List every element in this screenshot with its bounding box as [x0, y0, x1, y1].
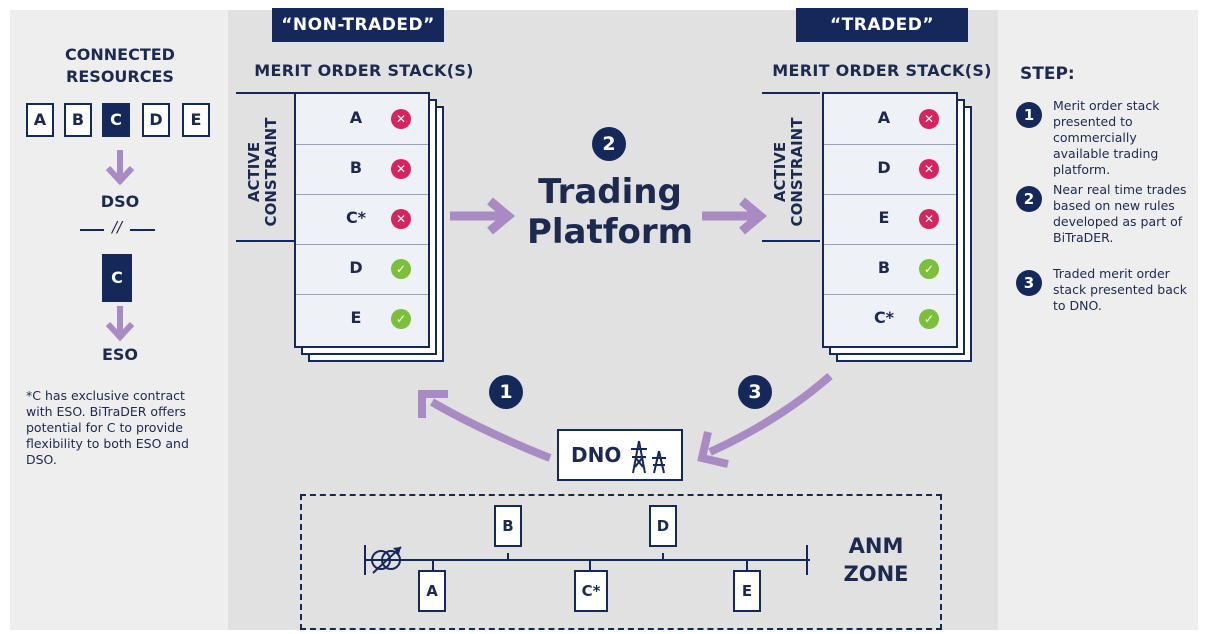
row-label: E	[878, 208, 890, 227]
resource-a: A	[26, 103, 54, 137]
check-icon: ✓	[391, 309, 411, 329]
constraint-bottom-line	[236, 240, 294, 242]
constraint-label-line-1: ACTIVE	[771, 141, 789, 203]
title-line-1: CONNECTED	[65, 45, 175, 64]
title-line-2: RESOURCES	[66, 67, 174, 86]
arrowhead-icon	[418, 390, 448, 418]
stack-row: A ✕	[824, 94, 956, 145]
down-arrow-icon	[105, 306, 135, 342]
non-traded-stack: A ✕ B ✕ C* ✕ D ✓ E ✓	[294, 92, 430, 348]
resource-e: E	[182, 103, 210, 137]
right-arrow-icon	[702, 197, 768, 235]
traded-stack-title: MERIT ORDER STACK(S)	[772, 61, 992, 80]
constraint-label-line-2: CONSTRAINT	[262, 117, 280, 227]
row-label: D	[877, 158, 891, 177]
dno-box: DNO	[557, 429, 683, 481]
cross-icon: ✕	[391, 159, 411, 179]
constraint-top-line	[762, 92, 820, 94]
eso-label: ESO	[101, 345, 139, 364]
cross-icon: ✕	[919, 159, 939, 179]
stack-row: C* ✓	[824, 294, 956, 344]
pylon-icon	[631, 440, 666, 474]
row-label: D	[349, 258, 363, 277]
anm-node-a: A	[418, 570, 446, 612]
down-arrow-icon	[105, 150, 135, 186]
steps-title: STEP:	[1020, 64, 1075, 84]
regulator-arrow-icon	[393, 547, 401, 554]
cross-icon: ✕	[919, 209, 939, 229]
anm-node-b: B	[494, 505, 522, 547]
dso-label: DSO	[100, 192, 140, 211]
resource-b: B	[64, 103, 92, 137]
step-number-badge: 2	[1016, 186, 1042, 212]
constraint-top-line	[236, 92, 294, 94]
separator-symbol: //	[104, 218, 130, 236]
constraint-label-line-1: ACTIVE	[245, 141, 263, 203]
anm-label-line-1: ANM	[848, 534, 904, 558]
check-icon: ✓	[919, 259, 939, 279]
stack-row: A ✕	[296, 94, 428, 145]
step-2-badge: 2	[592, 127, 626, 161]
step-3-badge: 3	[738, 375, 772, 409]
non-traded-tab: “NON-TRADED”	[272, 8, 444, 42]
row-label: A	[877, 108, 891, 127]
resource-c: C	[102, 103, 130, 137]
cross-icon: ✕	[391, 209, 411, 229]
step-number-badge: 3	[1016, 270, 1042, 296]
connected-resources-title: CONNECTED RESOURCES	[40, 44, 200, 88]
stack-row: E ✕	[824, 194, 956, 245]
row-label: B	[877, 258, 891, 277]
return-arrow-to-dno	[708, 372, 833, 456]
non-traded-stack-title: MERIT ORDER STACK(S)	[254, 61, 474, 80]
row-label: B	[349, 158, 363, 177]
title-line-1: Trading	[538, 172, 682, 212]
step-text: Near real time trades based on new rules…	[1053, 182, 1187, 245]
traded-tab: “TRADED”	[796, 8, 968, 42]
step-text: Traded merit order stack presented back …	[1053, 266, 1187, 313]
anm-zone-box	[300, 494, 942, 630]
isolated-resource-c: C	[102, 254, 132, 302]
row-label: E	[350, 308, 362, 327]
footnote: *C has exclusive contract with ESO. BiTr…	[26, 388, 189, 467]
check-icon: ✓	[919, 309, 939, 329]
constraint-label-line-2: CONSTRAINT	[788, 117, 806, 227]
check-icon: ✓	[391, 259, 411, 279]
constraint-bottom-line	[762, 240, 820, 242]
stack-row: D ✓	[296, 244, 428, 295]
step-number-badge: 1	[1016, 102, 1042, 128]
anm-network-diagram	[364, 545, 810, 575]
cross-icon: ✕	[391, 109, 411, 129]
step-1-badge: 1	[489, 375, 523, 409]
trading-platform-title: Trading Platform	[520, 172, 700, 252]
flow-arrows	[418, 372, 833, 468]
stack-row: E ✓	[296, 294, 428, 344]
anm-zone-label: ANM ZONE	[836, 532, 916, 588]
right-arrow-icon	[450, 197, 516, 235]
arrowhead-icon	[697, 431, 729, 468]
stack-row: B ✓	[824, 244, 956, 295]
dno-label: DNO	[571, 443, 622, 467]
row-label: A	[349, 108, 363, 127]
stack-row: B ✕	[296, 144, 428, 195]
anm-label-line-2: ZONE	[843, 562, 909, 586]
step-text: Merit order stack presented to commercia…	[1053, 98, 1160, 177]
resource-boxes: A B C D E	[26, 103, 216, 137]
anm-node-d: D	[649, 505, 677, 547]
traded-stack: A ✕ D ✕ E ✕ B ✓ C* ✓	[822, 92, 958, 348]
row-label: C*	[873, 308, 895, 327]
resource-d: D	[142, 103, 170, 137]
anm-node-c-star: C*	[574, 570, 608, 612]
cross-icon: ✕	[919, 109, 939, 129]
title-line-2: Platform	[526, 212, 694, 252]
stack-row: C* ✕	[296, 194, 428, 245]
return-arrow-to-non-traded	[429, 398, 552, 462]
anm-node-e: E	[733, 570, 761, 612]
stack-row: D ✕	[824, 144, 956, 195]
row-label: C*	[345, 208, 367, 227]
